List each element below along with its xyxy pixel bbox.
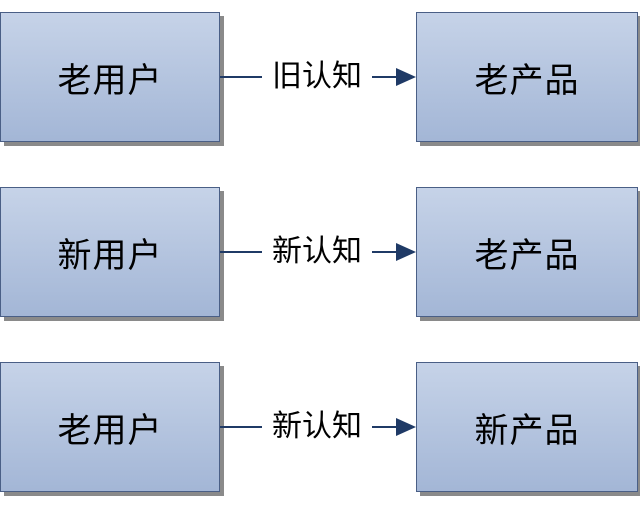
connector-line	[220, 76, 262, 78]
connector-line	[372, 76, 398, 78]
source-node-label: 老用户	[57, 410, 163, 451]
arrow-head-icon	[396, 68, 416, 86]
connector-line	[372, 251, 398, 253]
target-node-label: 老产品	[474, 60, 580, 101]
source-node-label: 老用户	[57, 60, 163, 101]
source-node: 新用户	[0, 187, 220, 317]
relation-connector: 新认知	[220, 362, 416, 492]
connector-line	[220, 251, 262, 253]
connector-line	[372, 426, 398, 428]
relation-label: 旧认知	[262, 56, 372, 98]
target-node: 老产品	[416, 187, 638, 317]
source-node: 老用户	[0, 12, 220, 142]
relation-label: 新认知	[262, 406, 372, 448]
relation-label: 新认知	[262, 231, 372, 273]
diagram-row-1: 老用户 旧认知 老产品	[0, 12, 640, 146]
target-node: 新产品	[416, 362, 638, 492]
relation-connector: 旧认知	[220, 12, 416, 142]
target-node-label: 新产品	[474, 410, 580, 451]
relation-connector: 新认知	[220, 187, 416, 317]
source-node: 老用户	[0, 362, 220, 492]
source-node-label: 新用户	[57, 235, 163, 276]
target-node-label: 老产品	[474, 235, 580, 276]
connector-line	[220, 426, 262, 428]
diagram-row-2: 新用户 新认知 老产品	[0, 187, 640, 321]
arrow-head-icon	[396, 243, 416, 261]
target-node: 老产品	[416, 12, 638, 142]
arrow-head-icon	[396, 418, 416, 436]
diagram-row-3: 老用户 新认知 新产品	[0, 362, 640, 496]
